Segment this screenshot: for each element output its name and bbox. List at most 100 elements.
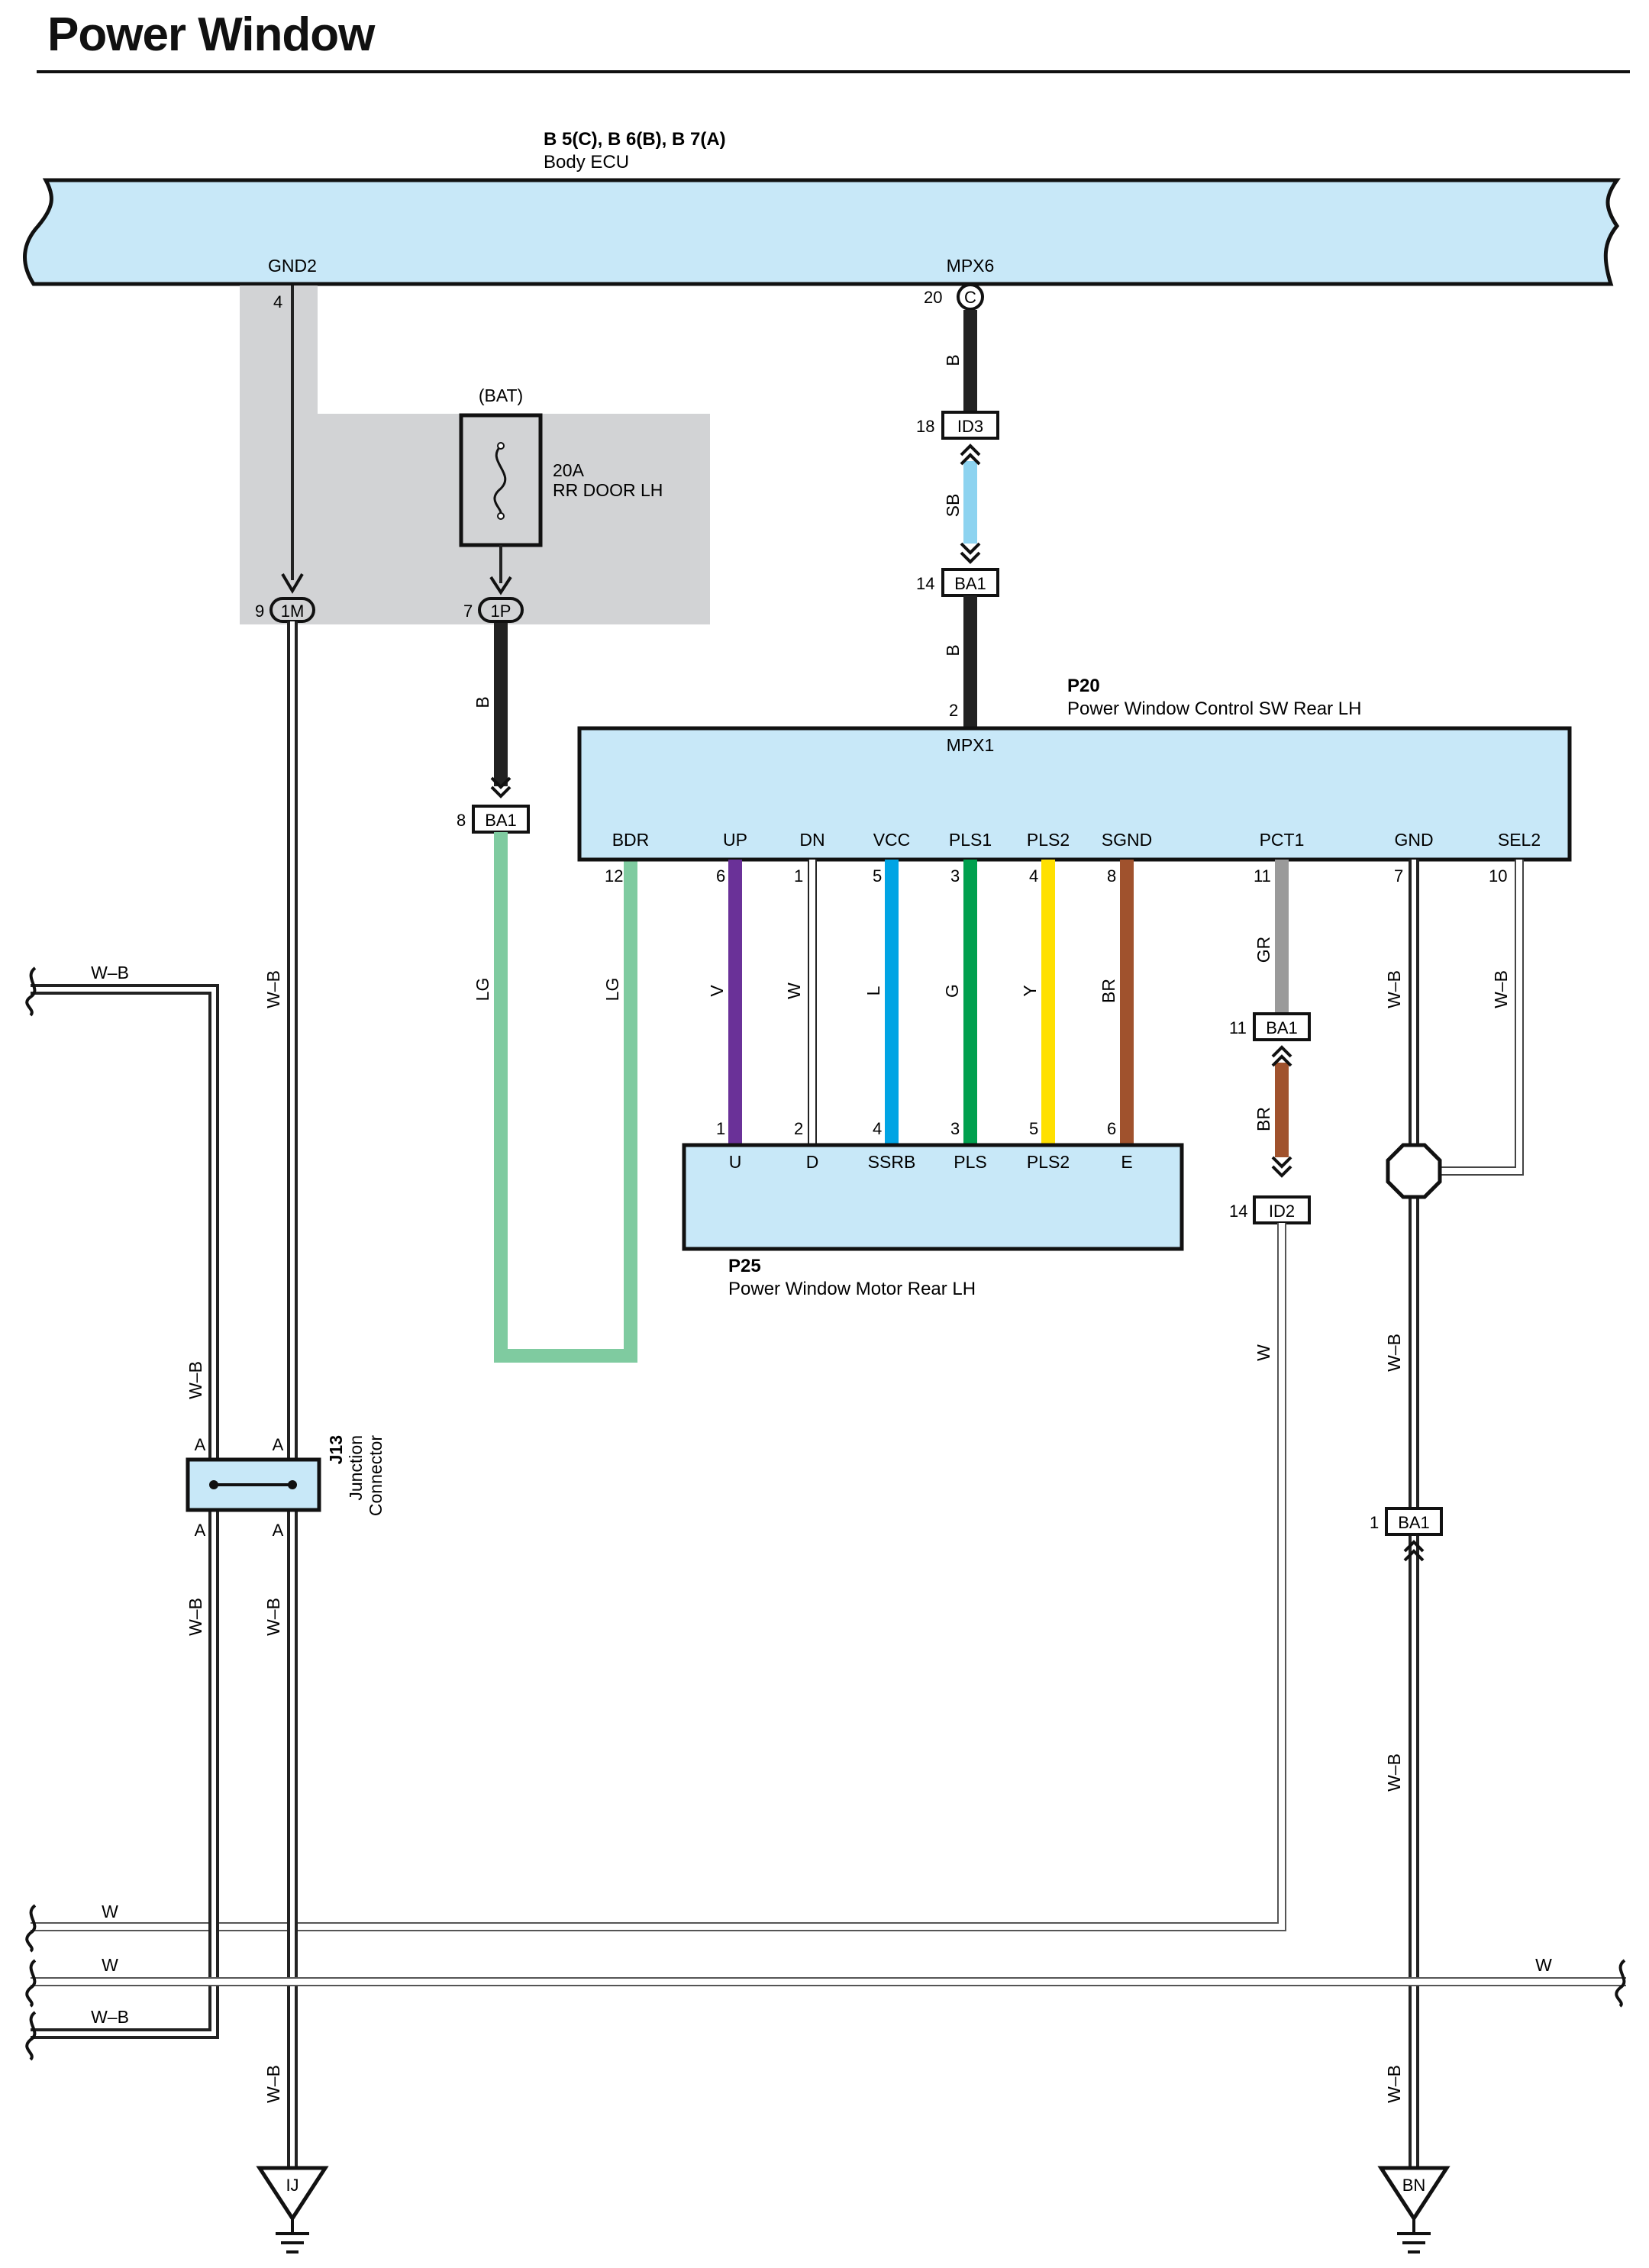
wire-label-g: G <box>942 984 962 998</box>
wire-label-v: V <box>707 985 727 997</box>
p20-pin-sgnd: SGND <box>1102 830 1152 850</box>
wire-label-w-id2: W <box>1254 1344 1273 1361</box>
j13-line1: Junction <box>346 1435 366 1501</box>
wire-label-wb-gnd-3: W–B <box>1384 1753 1404 1792</box>
connector-ba1-pct-label: BA1 <box>1266 1018 1298 1037</box>
connector-ba1-gnd-label: BA1 <box>1398 1513 1430 1532</box>
wire-label-b-fuse: B <box>473 696 492 708</box>
fuse-supply: (BAT) <box>479 386 523 405</box>
break-mark-5 <box>1615 1959 1626 2008</box>
connector-ecu-c-label: C <box>964 288 976 307</box>
ground-bn-triangle <box>1377 2166 1451 2222</box>
wire-w-id2-inner <box>31 1223 1285 1930</box>
wire-label-wb-top-left: W–B <box>91 963 129 982</box>
pin-ecu-gnd2: 4 <box>273 292 282 311</box>
pin-1m: 9 <box>255 602 264 621</box>
p20-pin-dn: DN <box>799 830 824 850</box>
p25-box <box>682 1143 1184 1251</box>
break-mark-3 <box>25 1959 37 2008</box>
connector-ecu-c <box>957 283 984 311</box>
connector-1m-label: 1M <box>281 602 305 621</box>
p25-pin-ssrb: SSRB <box>868 1152 916 1172</box>
pin-p25-d: 2 <box>794 1119 803 1138</box>
page-title: Power Window <box>47 8 375 61</box>
wire-label-lg-2: LG <box>602 978 622 1002</box>
p20-pin-pls2: PLS2 <box>1027 830 1070 850</box>
pin-ba1-top: 14 <box>916 574 934 593</box>
wire-label-sb: SB <box>943 494 963 518</box>
body-ecu-name: Body ECU <box>544 152 629 173</box>
arrow-gnd2 <box>281 573 304 594</box>
ground-bn-label: BN <box>1402 2176 1426 2195</box>
pin-p20-pls1: 3 <box>950 866 960 886</box>
wire-label-wb-gnd-1: W–B <box>1384 970 1404 1008</box>
pin-ba1-pct: 11 <box>1229 1018 1247 1037</box>
p20-pin-mpx1: MPX1 <box>947 735 995 755</box>
p25-pin-pls2: PLS2 <box>1027 1152 1070 1172</box>
wire-label-br-pct: BR <box>1254 1107 1273 1131</box>
p20-pin-gnd: GND <box>1394 830 1433 850</box>
j13-pin-bottom-left: A <box>195 1521 206 1540</box>
j13-pin-top-left: A <box>195 1435 206 1454</box>
break-mark-2 <box>25 1904 37 1953</box>
p20-box <box>577 726 1572 862</box>
wire-label-y: Y <box>1020 985 1040 996</box>
p20-ref: P20 <box>1067 676 1100 696</box>
j13-pin-bottom-right: A <box>273 1521 284 1540</box>
pin-p20-mpx1: 2 <box>949 701 958 720</box>
shaded-area <box>240 286 710 624</box>
wire-sel2-inner <box>1414 860 1522 1174</box>
fuse-name: RR DOOR LH <box>553 480 663 500</box>
body-ecu-ref: B 5(C), B 6(B), B 7(A) <box>544 129 726 150</box>
pin-p20-up: 6 <box>716 866 725 886</box>
wire-label-gr: GR <box>1254 937 1273 963</box>
pin-p20-sel2: 10 <box>1489 866 1507 886</box>
wire-label-wb-gnd-4: W–B <box>1384 2065 1404 2103</box>
pin-p20-pct1: 11 <box>1254 866 1271 886</box>
wire-label-wb-1m-1: W–B <box>263 970 283 1008</box>
wire-label-l: L <box>863 986 883 995</box>
wire-lg <box>494 832 637 1363</box>
break-mark-4 <box>25 2011 37 2061</box>
j13-line2: Connector <box>366 1435 386 1516</box>
p25-ref: P25 <box>728 1256 761 1276</box>
wire-label-br: BR <box>1099 979 1118 1003</box>
body-ecu-box <box>23 178 1621 286</box>
wire-label-wb-j13-lower: W–B <box>186 1598 205 1636</box>
pin-p25-pls: 3 <box>950 1119 960 1138</box>
pin-p20-sgnd: 8 <box>1107 866 1116 886</box>
pin-p25-u: 1 <box>716 1119 725 1138</box>
pin-id3: 18 <box>916 417 934 436</box>
j13-pin-top-right: A <box>273 1435 284 1454</box>
connector-ba1-top <box>941 568 999 597</box>
fuse-terminal-top <box>497 442 505 450</box>
j13-node-left <box>209 1480 218 1489</box>
p20-pin-vcc: VCC <box>873 830 911 850</box>
pin-p20-pls2: 4 <box>1029 866 1038 886</box>
p20-pin-up: UP <box>723 830 747 850</box>
ground-ij-triangle <box>256 2166 329 2222</box>
pin-p20-dn: 1 <box>794 866 803 886</box>
p20-pin-pct1: PCT1 <box>1260 830 1305 850</box>
wire-label-b-mpx6-top: B <box>943 354 963 366</box>
wire-label-w-mid-left: W <box>102 1955 118 1975</box>
fuse-icon <box>493 444 507 517</box>
connector-1p <box>478 597 524 623</box>
wire-label-w-d: W <box>784 982 804 999</box>
connector-ba1-pct <box>1253 1012 1311 1041</box>
pin-ba1-fuse: 8 <box>457 811 466 830</box>
fuse-rating: 20A <box>553 460 585 480</box>
p25-pin-u: U <box>729 1152 742 1172</box>
pin-p25-ssrb: 4 <box>873 1119 882 1138</box>
pin-p20-vcc: 5 <box>873 866 882 886</box>
p20-pin-sel2: SEL2 <box>1498 830 1541 850</box>
ground-ij-label: IJ <box>286 2176 298 2195</box>
wire-label-wb-sel2: W–B <box>1491 970 1511 1008</box>
connector-ba1-top-label: BA1 <box>954 574 986 593</box>
p20-name: Power Window Control SW Rear LH <box>1067 698 1361 719</box>
connector-1p-label: 1P <box>491 602 511 621</box>
p25-pin-e: E <box>1121 1152 1132 1172</box>
pin-ba1-gnd: 1 <box>1370 1513 1379 1532</box>
p25-name: Power Window Motor Rear LH <box>728 1279 976 1299</box>
